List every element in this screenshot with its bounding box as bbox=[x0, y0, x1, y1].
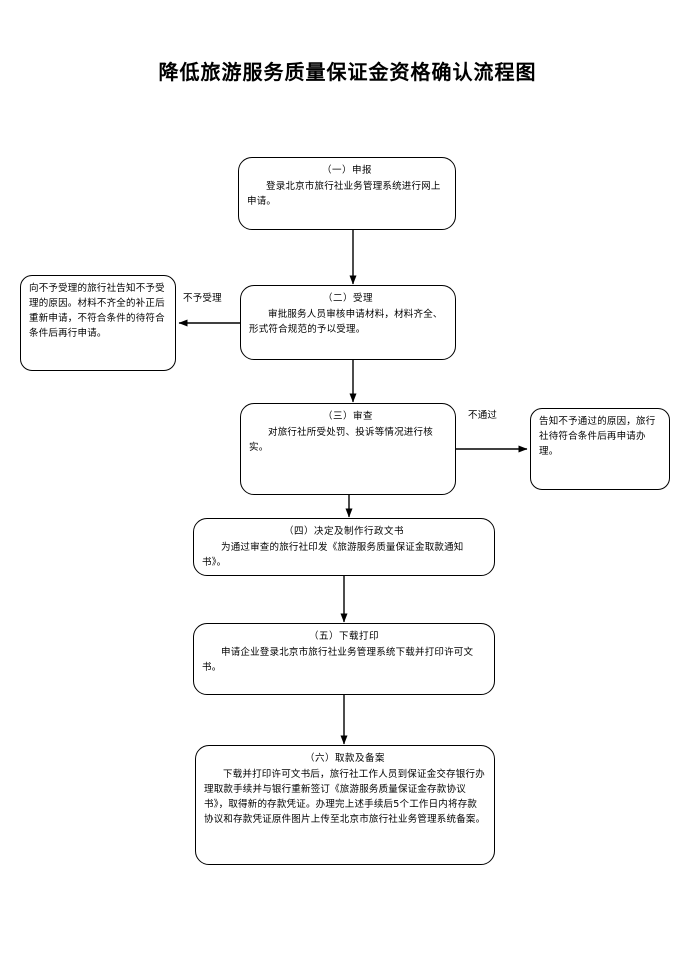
node-reject-not-passed-body: 告知不予通过的原因，旅行社待符合条件后再申请办理。 bbox=[539, 416, 656, 457]
node-accept: （二）受理 审批服务人员审核申请材料，材料齐全、形式符合规范的予以受理。 bbox=[240, 285, 456, 360]
node-withdraw-title: （六）取款及备案 bbox=[304, 753, 385, 764]
node-reject-not-passed: 告知不予通过的原因，旅行社待符合条件后再申请办理。 bbox=[530, 408, 670, 490]
edge-label-not-passed: 不通过 bbox=[468, 410, 498, 421]
node-accept-title: （二）受理 bbox=[322, 293, 373, 304]
node-decide-body: 为通过审查的旅行社印发《旅游服务质量保证金取款通知书》。 bbox=[202, 542, 464, 568]
edge-label-not-accepted: 不予受理 bbox=[183, 293, 222, 304]
node-download-body: 申请企业登录北京市旅行社业务管理系统下载并打印许可文书。 bbox=[202, 647, 474, 673]
node-withdraw-body: 下载并打印许可文书后，旅行社工作人员到保证金交存银行办理取款手续并与银行重新签订… bbox=[204, 769, 486, 825]
node-apply-body: 登录北京市旅行社业务管理系统进行网上申请。 bbox=[247, 181, 441, 207]
node-decide: （四）决定及制作行政文书 为通过审查的旅行社印发《旅游服务质量保证金取款通知书》… bbox=[193, 518, 495, 576]
node-accept-body: 审批服务人员审核申请材料，材料齐全、形式符合规范的予以受理。 bbox=[249, 309, 443, 335]
page-title: 降低旅游服务质量保证金资格确认流程图 bbox=[158, 60, 537, 84]
node-review: （三）审查 对旅行社所受处罚、投诉等情况进行核实。 bbox=[240, 403, 456, 495]
node-reject-not-accepted: 向不予受理的旅行社告知不予受理的原因。材料不齐全的补正后重新申请，不符合条件的待… bbox=[20, 275, 176, 371]
node-apply-title: （一）申报 bbox=[321, 165, 372, 176]
node-decide-title: （四）决定及制作行政文书 bbox=[283, 526, 404, 537]
node-review-body: 对旅行社所受处罚、投诉等情况进行核实。 bbox=[249, 427, 433, 453]
node-reject-not-accepted-body: 向不予受理的旅行社告知不予受理的原因。材料不齐全的补正后重新申请，不符合条件的待… bbox=[29, 283, 165, 339]
node-apply: （一）申报 登录北京市旅行社业务管理系统进行网上申请。 bbox=[238, 157, 456, 230]
node-download: （五）下载打印 申请企业登录北京市旅行社业务管理系统下载并打印许可文书。 bbox=[193, 623, 495, 695]
node-withdraw: （六）取款及备案 下载并打印许可文书后，旅行社工作人员到保证金交存银行办理取款手… bbox=[195, 745, 495, 865]
node-review-title: （三）审查 bbox=[322, 411, 373, 422]
node-download-title: （五）下载打印 bbox=[308, 631, 379, 642]
